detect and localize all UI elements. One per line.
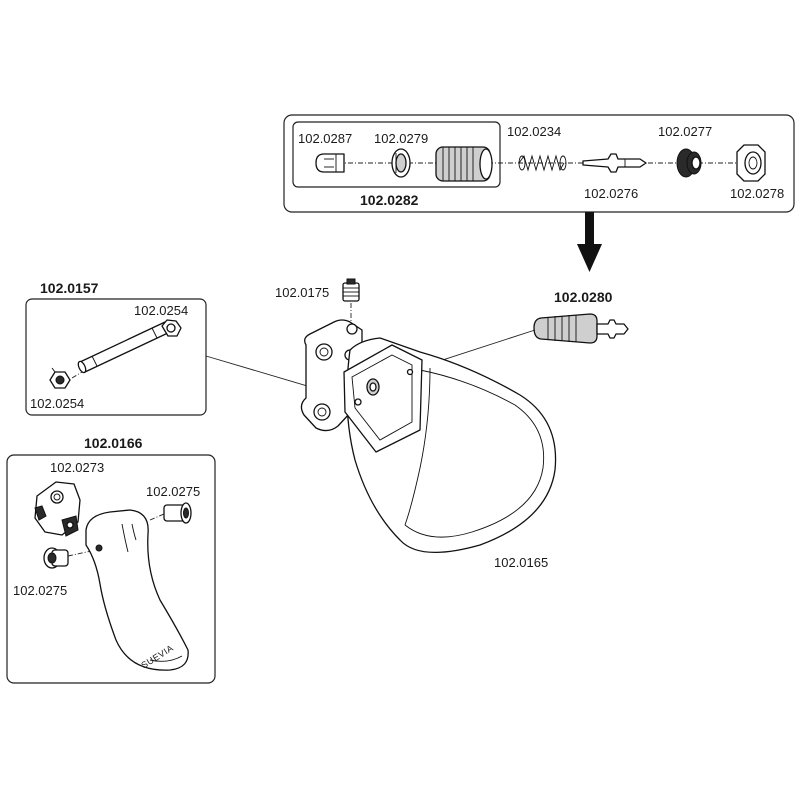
label-bowl: 102.0165 <box>494 555 548 570</box>
bushing-right-part <box>163 502 192 524</box>
label-axle-kit: 102.0157 <box>40 280 99 296</box>
label-nut: 102.0278 <box>730 186 784 201</box>
assembly-arrow-icon <box>577 212 602 272</box>
cap-part <box>315 153 345 173</box>
axle-axis-line <box>71 371 83 379</box>
bushing-right-axis <box>149 513 165 521</box>
label-bracket: 102.0273 <box>50 460 104 475</box>
seal-part <box>391 148 411 178</box>
threaded-sleeve-part <box>435 146 493 182</box>
screw-part <box>342 278 360 302</box>
label-valve-kit: 102.0282 <box>360 192 419 208</box>
label-stem: 102.0276 <box>584 186 638 201</box>
label-screw: 102.0175 <box>275 285 329 300</box>
label-bushing-left: 102.0275 <box>13 583 67 598</box>
axle-nut-bottom-part <box>49 367 71 389</box>
label-kit-seal: 102.0279 <box>374 131 428 146</box>
axle-nut-top-part <box>161 319 182 337</box>
washer-part <box>676 148 702 178</box>
bushing-left-part <box>43 547 69 569</box>
valve-assembly-part <box>533 313 629 344</box>
label-lever-kit: 102.0166 <box>84 435 143 451</box>
label-kit-cap: 102.0287 <box>298 131 352 146</box>
label-axle-nut-top: 102.0254 <box>134 303 188 318</box>
label-washer: 102.0277 <box>658 124 712 139</box>
label-spring: 102.0234 <box>507 124 561 139</box>
bracket-part <box>34 481 81 537</box>
spring-part <box>518 154 567 172</box>
label-axle-nut-bottom: 102.0254 <box>30 396 84 411</box>
label-valve-assembly: 102.0280 <box>554 289 613 305</box>
stem-part <box>582 153 647 173</box>
drinking-bowl-part <box>300 319 557 554</box>
label-bushing-right: 102.0275 <box>146 484 200 499</box>
nut-part <box>736 144 766 182</box>
lever-part <box>85 509 189 671</box>
